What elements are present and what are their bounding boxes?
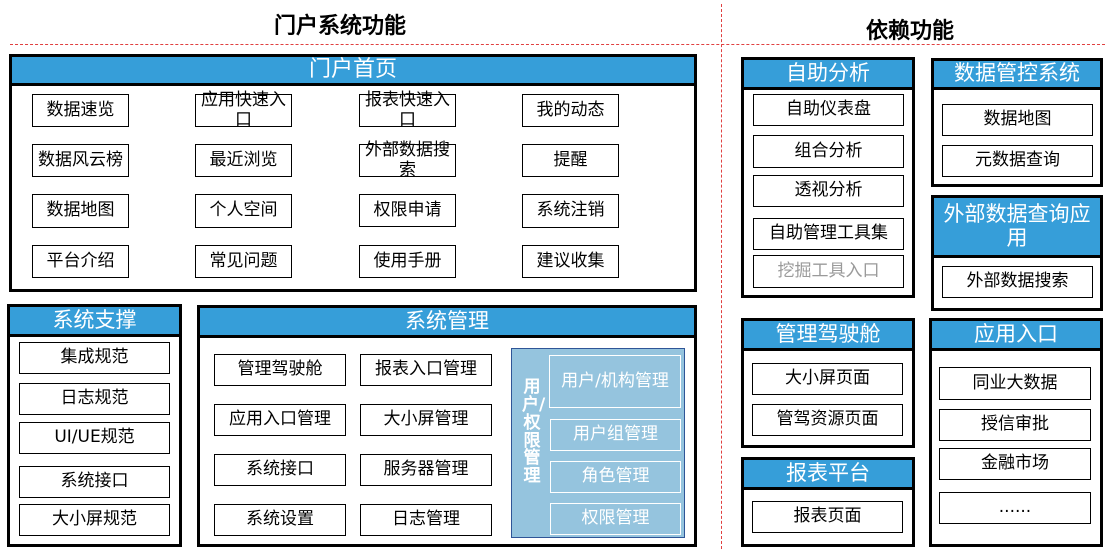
report-platform-header: 报表平台: [744, 460, 912, 490]
management-item[interactable]: 服务器管理: [360, 454, 492, 486]
horizontal-divider: [10, 44, 1105, 45]
user-permission-label: 用户/权限管理: [522, 377, 546, 487]
portal-item[interactable]: 常见问题: [195, 245, 292, 278]
self-analysis-item[interactable]: 组合分析: [753, 135, 904, 168]
cockpit-item[interactable]: 管驾资源页面: [752, 404, 903, 436]
portal-item[interactable]: 权限申请: [359, 194, 456, 227]
portal-item[interactable]: 建议收集: [522, 245, 619, 278]
dependency-section-title: 依赖功能: [865, 19, 954, 44]
user-panel-item[interactable]: 角色管理: [550, 461, 681, 493]
app-entry-group: 应用入口 同业大数据 授信审批 金融市场 ......: [929, 318, 1103, 547]
portal-item[interactable]: 系统注销: [522, 194, 619, 228]
management-item[interactable]: 日志管理: [360, 504, 492, 536]
portal-item[interactable]: 外部数据搜索: [359, 140, 456, 179]
self-analysis-item[interactable]: 自助仪表盘: [753, 94, 904, 126]
portal-item[interactable]: 数据速览: [32, 94, 129, 127]
system-support-header: 系统支撑: [10, 307, 179, 337]
self-analysis-item[interactable]: 自助管理工具集: [753, 218, 904, 250]
report-platform-group: 报表平台 报表页面: [741, 457, 915, 547]
portal-item[interactable]: 个人空间: [195, 194, 292, 228]
management-item[interactable]: 管理驾驶舱: [214, 354, 346, 386]
portal-item[interactable]: 我的动态: [522, 94, 619, 127]
portal-home-group: 门户首页 数据速览 应用快速入口 报表快速入口 我的动态 数据风云榜 最近浏览 …: [9, 54, 697, 292]
external-data-item[interactable]: 外部数据搜索: [942, 266, 1093, 298]
portal-item[interactable]: 数据地图: [32, 194, 129, 228]
vertical-divider: [721, 4, 722, 549]
support-item[interactable]: 系统接口: [19, 466, 170, 498]
management-item[interactable]: 系统设置: [214, 504, 346, 536]
self-analysis-item-disabled[interactable]: 挖掘工具入口: [753, 255, 904, 288]
management-item[interactable]: 系统接口: [214, 454, 346, 486]
system-support-group: 系统支撑 集成规范 日志规范 UI/UE规范 系统接口 大小屏规范: [7, 304, 182, 547]
user-panel-item[interactable]: 用户/机构管理: [549, 355, 681, 408]
app-entry-item[interactable]: 授信审批: [939, 409, 1091, 441]
external-data-group: 外部数据查询应用 外部数据搜索: [931, 195, 1103, 311]
data-governance-item[interactable]: 元数据查询: [942, 145, 1093, 177]
support-item[interactable]: 大小屏规范: [19, 504, 170, 536]
self-analysis-header: 自助分析: [744, 60, 912, 90]
support-item[interactable]: UI/UE规范: [19, 422, 170, 454]
cockpit-header: 管理驾驶舱: [744, 321, 912, 351]
management-item[interactable]: 报表入口管理: [360, 354, 492, 386]
system-management-group: 系统管理 管理驾驶舱 报表入口管理 应用入口管理 大小屏管理 系统接口 服务器管…: [197, 305, 697, 547]
user-permission-panel: 用户/权限管理 用户/机构管理 用户组管理 角色管理 权限管理: [511, 348, 685, 538]
support-item[interactable]: 日志规范: [19, 383, 170, 415]
portal-item[interactable]: 使用手册: [359, 245, 456, 278]
portal-item[interactable]: 数据风云榜: [32, 144, 129, 177]
portal-item[interactable]: 最近浏览: [195, 144, 292, 177]
cockpit-group: 管理驾驶舱 大小屏页面 管驾资源页面: [741, 318, 915, 448]
external-data-header: 外部数据查询应用: [934, 198, 1100, 258]
data-governance-header: 数据管控系统: [934, 61, 1100, 90]
app-entry-item-more[interactable]: ......: [939, 492, 1091, 524]
support-item[interactable]: 集成规范: [19, 342, 170, 374]
portal-section-title: 门户系统功能: [273, 14, 406, 39]
management-item[interactable]: 大小屏管理: [360, 404, 492, 436]
portal-item[interactable]: 应用快速入口: [195, 90, 292, 129]
app-entry-item[interactable]: 同业大数据: [939, 367, 1091, 400]
data-governance-group: 数据管控系统 数据地图 元数据查询: [931, 58, 1103, 187]
user-panel-item[interactable]: 权限管理: [550, 503, 681, 535]
app-entry-item[interactable]: 金融市场: [939, 448, 1091, 480]
user-panel-item[interactable]: 用户组管理: [550, 419, 681, 451]
portal-home-header: 门户首页: [12, 57, 694, 86]
system-management-header: 系统管理: [200, 308, 694, 338]
portal-item[interactable]: 平台介绍: [32, 245, 129, 278]
portal-item[interactable]: 提醒: [522, 144, 619, 177]
cockpit-item[interactable]: 大小屏页面: [752, 363, 903, 395]
management-item[interactable]: 应用入口管理: [214, 404, 346, 436]
portal-item[interactable]: 报表快速入口: [359, 90, 456, 129]
report-platform-item[interactable]: 报表页面: [752, 501, 903, 533]
self-analysis-group: 自助分析 自助仪表盘 组合分析 透视分析 自助管理工具集 挖掘工具入口: [741, 57, 915, 298]
app-entry-header: 应用入口: [932, 321, 1100, 351]
data-governance-item[interactable]: 数据地图: [942, 104, 1093, 136]
self-analysis-item[interactable]: 透视分析: [753, 175, 904, 207]
